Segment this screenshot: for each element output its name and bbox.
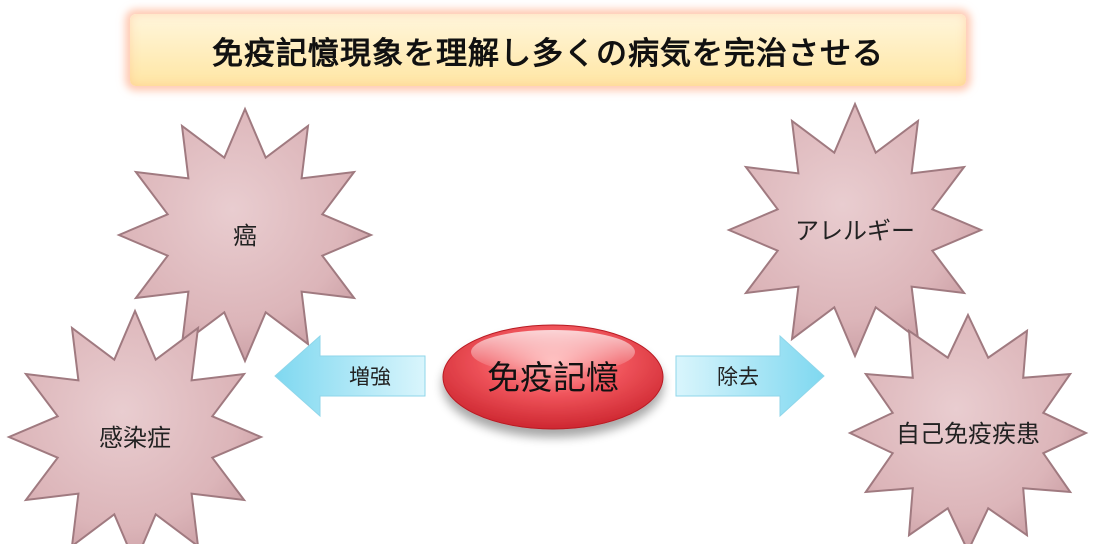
arrow-right: 除去 <box>675 334 825 418</box>
starburst-shape <box>116 106 374 364</box>
arrow-left-label: 増強 <box>349 365 391 389</box>
center-label: 免疫記憶 <box>487 358 619 397</box>
node-label-cancer: 癌 <box>233 222 257 250</box>
title-banner: 免疫記憶現象を理解し多くの病気を完治させる <box>130 14 966 86</box>
page-title: 免疫記憶現象を理解し多くの病気を完治させる <box>212 35 884 72</box>
starburst-shape <box>6 308 264 544</box>
node-autoimmune: 自己免疫疾患 <box>847 312 1089 544</box>
node-allergy: アレルギー <box>726 101 984 359</box>
node-label-infection: 感染症 <box>99 424 171 452</box>
node-cancer: 癌 <box>116 106 374 364</box>
node-label-autoimmune: 自己免疫疾患 <box>896 420 1040 448</box>
arrow-left-shape <box>274 334 426 418</box>
starburst-shape <box>726 101 984 359</box>
arrow-right-label: 除去 <box>717 365 759 389</box>
starburst-shape <box>847 312 1089 544</box>
arrow-left: 増強 <box>274 334 426 418</box>
node-label-allergy: アレルギー <box>795 217 915 245</box>
center-node <box>442 324 664 430</box>
node-infection: 感染症 <box>6 308 264 544</box>
center-highlight <box>471 330 635 374</box>
arrow-right-shape <box>675 334 825 418</box>
